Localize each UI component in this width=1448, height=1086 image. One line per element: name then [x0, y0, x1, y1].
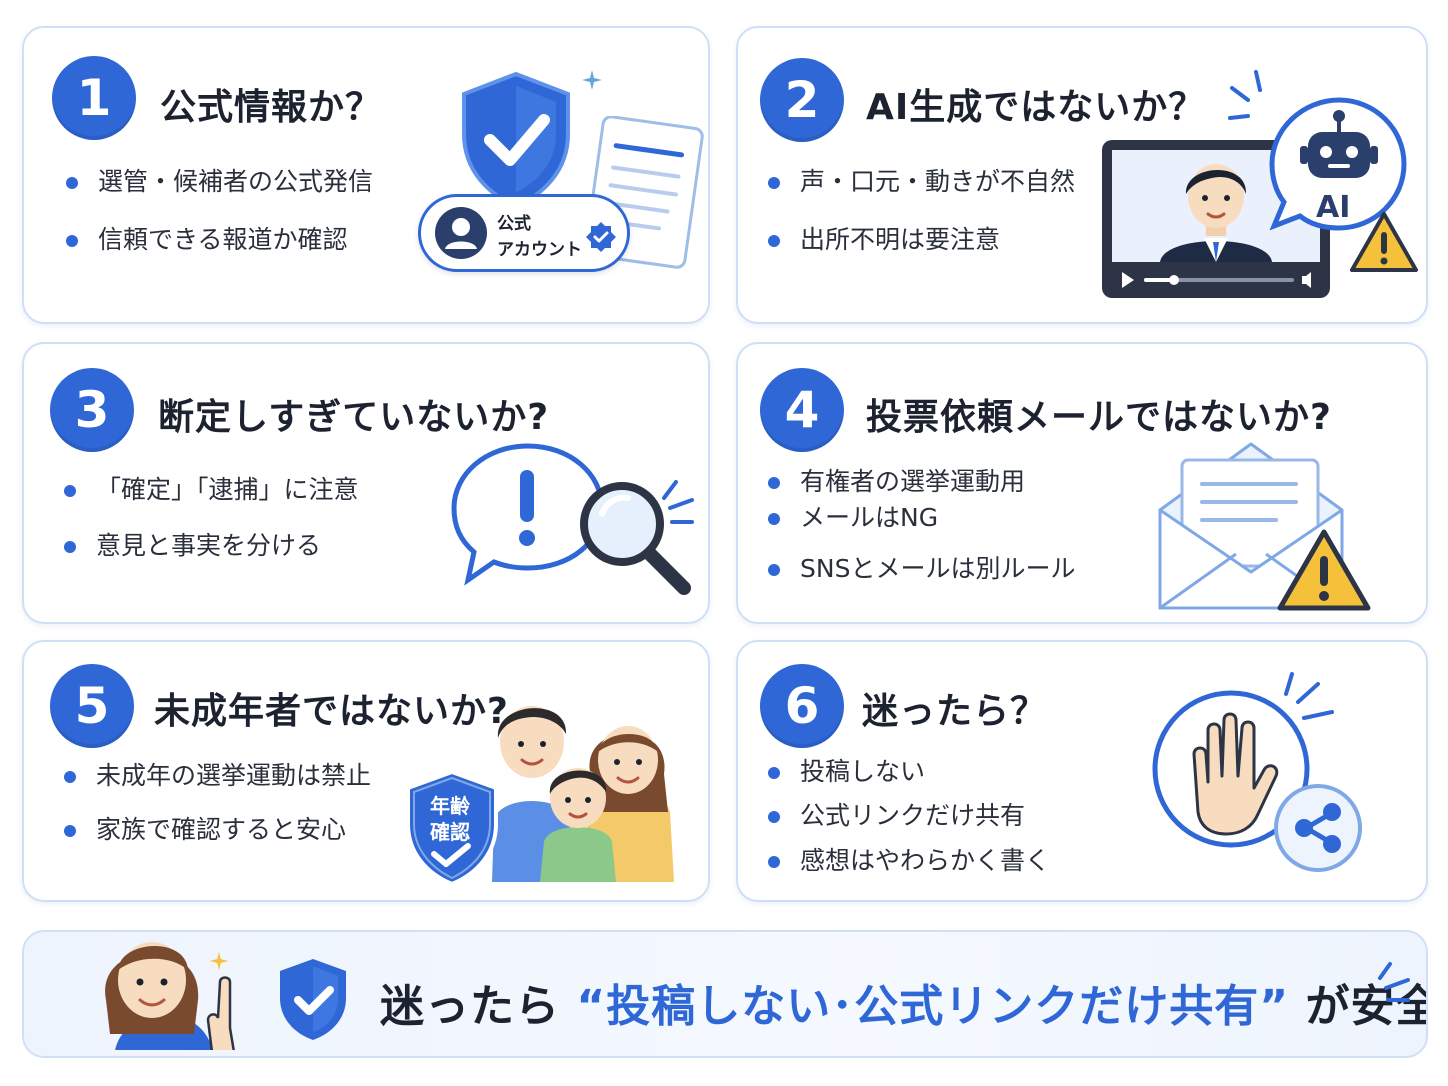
burst-lines-icon	[1228, 70, 1262, 120]
card-title: 迷ったら？	[862, 691, 1048, 732]
bullet-list: 声・口元・動きが不自然 出所不明は要注意	[766, 164, 1075, 259]
shield-text-line2: 確認	[430, 820, 470, 844]
bullet-item: 感想はやわらかく書く	[766, 843, 1050, 879]
bullet-item: 投稿しない	[766, 754, 1050, 790]
card-title: 投票依頼メールではないか?	[866, 397, 1332, 438]
burst-lines-icon	[662, 480, 694, 524]
card-title: 公式情報か？	[160, 87, 383, 128]
banner-message: 迷ったら “投稿しない･公式リンクだけ共有” が安全	[380, 970, 1428, 1034]
card-official-info: 1 公式情報か？ 選管・候補者の公式発信 信頼できる報道か確認 公式	[22, 26, 710, 324]
official-account-badge: 公式 アカウント	[418, 194, 630, 272]
shield-check-icon	[280, 959, 346, 1040]
card-overly-assertive: 3 断定しすぎていないか? 「確定」「逮捕」に注意 意見と事実を分ける	[22, 342, 710, 624]
bullet-item: SNSとメールは別ルール	[766, 551, 1075, 587]
bullet-item: 出所不明は要注意	[766, 222, 1075, 258]
robot-icon	[1269, 97, 1407, 231]
bullet-item: 家族で確認すると安心	[62, 812, 371, 848]
step-number-2: 2	[760, 58, 844, 142]
bullet-item: 声・口元・動きが不自然	[766, 164, 1075, 200]
bullet-list: 投稿しない 公式リンクだけ共有 感想はやわらかく書く	[766, 754, 1050, 879]
card-ai-generated: 2 AI生成ではないか？ 声・口元・動きが不自然 出所不明は要注意	[736, 26, 1428, 324]
burst-lines-icon	[1378, 962, 1410, 1002]
hand-stop-icon	[1152, 690, 1310, 848]
bullet-list: 未成年の選挙運動は禁止 家族で確認すると安心	[62, 758, 371, 849]
share-icon	[1274, 784, 1362, 872]
card-title: 断定しすぎていないか?	[158, 397, 550, 438]
bullet-item-continued: メールはNG	[766, 500, 1075, 536]
badge-text-line1: 公式	[497, 214, 531, 234]
card-title: 未成年者ではないか?	[154, 691, 509, 732]
verified-badge-icon	[586, 222, 616, 252]
bullet-item: 意見と事実を分ける	[62, 528, 359, 564]
shield-check-icon	[462, 71, 570, 209]
step-number-5: 5	[50, 664, 134, 748]
pointing-woman-icon	[105, 942, 235, 1050]
magnifier-icon	[580, 482, 691, 595]
card-title: AI生成ではないか？	[866, 87, 1206, 128]
bullet-item: 信頼できる報道か確認	[64, 222, 373, 258]
step-number-4: 4	[760, 368, 844, 452]
bullet-item: 選管・候補者の公式発信	[64, 164, 373, 200]
card-when-in-doubt: 6 迷ったら？ 投稿しない 公式リンクだけ共有 感想はやわらかく書く	[736, 640, 1428, 902]
sparkle-icon	[582, 70, 602, 90]
step-number-1: 1	[52, 56, 136, 140]
bullet-list: 有権者の選挙運動用 メールはNG SNSとメールは別ルール	[766, 464, 1075, 587]
burst-lines-icon	[1284, 672, 1334, 720]
ai-label: AI	[1316, 190, 1351, 225]
banner-prefix: 迷ったら	[380, 981, 560, 1032]
bullet-list: 「確定」「逮捕」に注意 意見と事実を分ける	[62, 472, 359, 565]
step-number-6: 6	[760, 664, 844, 748]
bullet-item: 有権者の選挙運動用	[766, 464, 1075, 500]
step-number-3: 3	[50, 368, 134, 452]
bullet-item: 未成年の選挙運動は禁止	[62, 758, 371, 794]
warning-icon	[1350, 212, 1418, 272]
age-check-shield-icon	[406, 769, 498, 887]
banner-highlight: “投稿しない･公式リンクだけ共有”	[576, 981, 1290, 1032]
bullet-item: 公式リンクだけ共有	[766, 798, 1050, 834]
shield-text-line1: 年齢	[430, 794, 470, 818]
sparkle-icon	[209, 951, 229, 971]
bullet-list: 選管・候補者の公式発信 信頼できる報道か確認	[64, 164, 373, 259]
banner-suffix: が安全	[1305, 981, 1428, 1032]
family-icon	[492, 706, 674, 882]
badge-text-line2: アカウント	[497, 240, 582, 260]
card-vote-request-email: 4 投票依頼メールではないか? 有権者の選挙運動用 メールはNG SNSとメール…	[736, 342, 1428, 624]
summary-banner: 迷ったら “投稿しない･公式リンクだけ共有” が安全	[22, 930, 1428, 1058]
avatar-icon	[435, 207, 487, 259]
bullet-item: 「確定」「逮捕」に注意	[62, 472, 359, 508]
envelope-icon	[1158, 442, 1344, 610]
card-minor-check: 5 未成年者ではないか? 未成年の選挙運動は禁止 家族で確認すると安心 年齢	[22, 640, 710, 902]
warning-icon	[1277, 529, 1371, 611]
